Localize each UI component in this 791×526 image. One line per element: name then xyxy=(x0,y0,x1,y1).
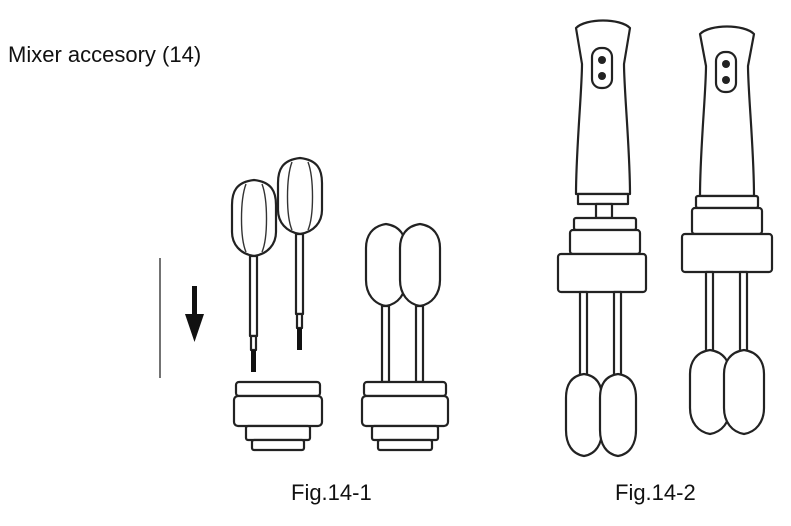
fig-14-1-drawing xyxy=(159,156,324,452)
figure-caption-14-1: Fig.14-1 xyxy=(291,480,372,505)
fig-14-2-assembled xyxy=(680,25,774,436)
gear-icon xyxy=(594,202,614,220)
fig-14-2-exploded xyxy=(556,19,648,458)
whisk-left-raised xyxy=(230,178,278,372)
figure-caption-14-2: Fig.14-2 xyxy=(615,480,696,505)
coupler-base-left xyxy=(232,380,324,452)
down-arrow-icon xyxy=(185,286,204,342)
whisk-right-raised xyxy=(276,156,324,350)
fig-14-1-assembled xyxy=(360,222,450,452)
section-title: Mixer accesory (14) xyxy=(8,42,202,67)
